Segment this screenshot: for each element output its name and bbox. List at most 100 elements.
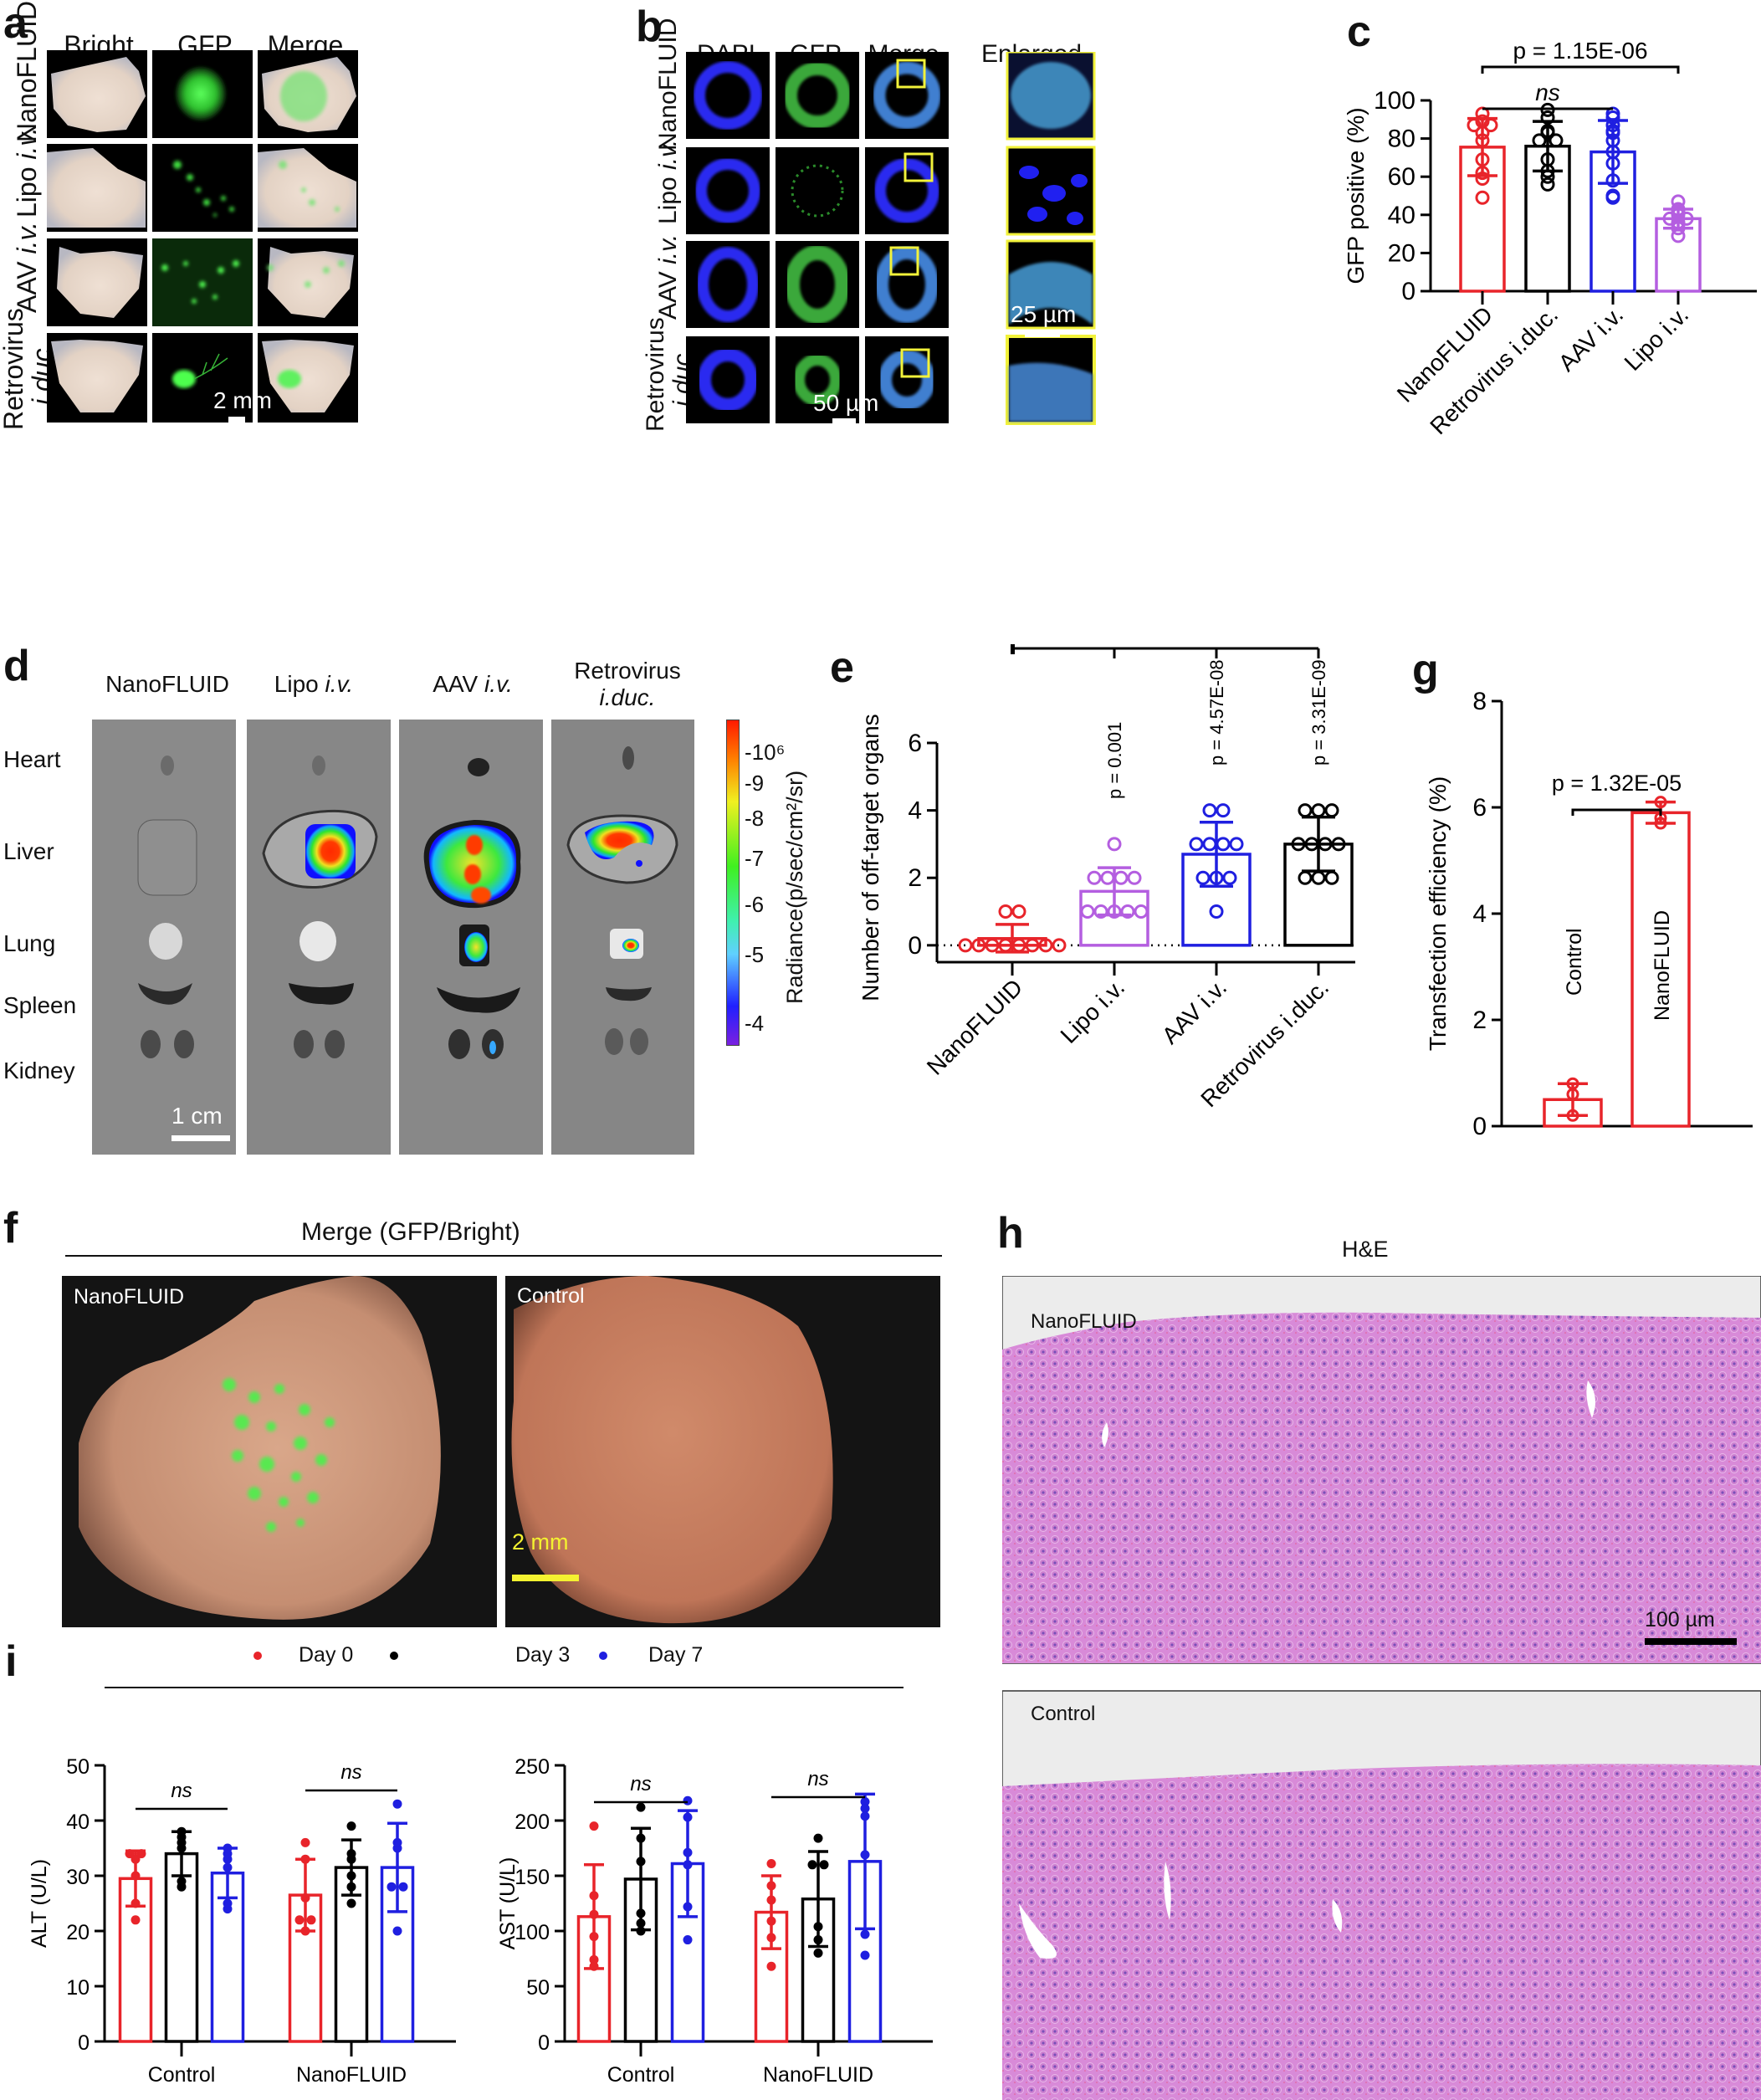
legend-day3-marker <box>390 1652 398 1660</box>
data-point <box>589 1821 599 1831</box>
panel-f-label-nanofluid: NanoFLUID <box>74 1285 184 1309</box>
data-point <box>1025 938 1040 953</box>
y-tick-label: 2 <box>1472 1006 1487 1034</box>
x-tick-label: NanoFLUID <box>763 2063 873 2087</box>
p-value-annotation: p = 1.32E-05 <box>1552 771 1682 796</box>
data-point <box>1605 125 1620 141</box>
y-tick-label: 0 <box>1401 278 1415 305</box>
y-tick-label: 100 <box>514 1921 550 1944</box>
p-value-annotation: p = 3.31E-09 <box>1308 659 1329 766</box>
legend-day3-label: Day 3 <box>515 1643 571 1667</box>
panel-a-scale-bar <box>228 417 245 423</box>
x-tick-label: Lipo i.v. <box>1620 301 1694 376</box>
ns-annotation: ns <box>171 1780 192 1802</box>
data-point <box>589 1932 599 1942</box>
x-tick-label: NanoFLUID <box>296 2063 407 2087</box>
data-point <box>683 1795 693 1805</box>
x-tick-label: Control <box>148 2063 216 2087</box>
y-tick-label: 0 <box>538 2031 550 2055</box>
data-point <box>1202 803 1217 818</box>
data-point <box>1120 904 1135 919</box>
panel-d-colorbar-tick-1e6: -10⁶ <box>745 740 786 765</box>
ns-annotation: ns <box>340 1761 361 1784</box>
y-tick-label: 0 <box>1472 1113 1487 1140</box>
data-point <box>589 1961 599 1971</box>
data-point <box>1100 870 1115 885</box>
data-point <box>766 1895 776 1905</box>
data-point <box>1107 837 1122 852</box>
legend-day0-marker <box>253 1652 262 1660</box>
y-axis-label: Number of off-target organs <box>862 714 883 1001</box>
data-point <box>1475 133 1490 148</box>
data-point <box>1216 803 1231 818</box>
data-point <box>294 1915 305 1925</box>
y-tick-label: 40 <box>66 1811 90 1834</box>
panel-d-col-lipo: Lipo i.v. <box>274 671 354 697</box>
data-point <box>346 1849 356 1859</box>
panel-d-organ-spleen: Spleen <box>3 992 77 1018</box>
data-point <box>300 1854 310 1864</box>
data-point <box>1475 190 1490 205</box>
data-point <box>223 1849 233 1859</box>
data-point <box>1654 817 1667 830</box>
data-point <box>1318 837 1333 852</box>
y-tick-label: 20 <box>1388 239 1415 267</box>
ns-annotation: ns <box>807 1768 828 1790</box>
y-tick-label: 20 <box>66 1921 90 1944</box>
panel-d-label: d <box>3 642 30 690</box>
data-point <box>1093 904 1108 919</box>
data-point <box>300 1893 310 1903</box>
panel-a-image-grid <box>47 50 358 423</box>
panel-b-scale-bar <box>832 418 856 424</box>
data-point <box>1011 904 1026 919</box>
data-point <box>1127 870 1142 885</box>
data-point <box>1107 904 1122 919</box>
data-point <box>1298 803 1313 818</box>
data-point <box>1291 837 1306 852</box>
data-point <box>131 1915 141 1925</box>
y-tick-label: 0 <box>908 932 922 960</box>
panel-h-he-images <box>1002 1276 1761 2100</box>
panel-d-scale-text: 1 cm <box>171 1103 223 1129</box>
data-point <box>1540 177 1555 192</box>
panel-d-colorbar-tick-4: -4 <box>745 1011 765 1036</box>
data-point <box>1311 803 1326 818</box>
data-point <box>1605 188 1620 203</box>
data-point <box>766 1881 776 1891</box>
data-point <box>860 1929 870 1939</box>
data-point <box>392 1799 402 1809</box>
panel-d-colorbar-tick-8: -8 <box>745 806 765 831</box>
data-point <box>971 938 986 953</box>
data-point <box>1475 171 1490 186</box>
ns-annotation: ns <box>1535 79 1560 105</box>
y-tick-label: 100 <box>1374 87 1415 115</box>
data-point <box>958 938 973 953</box>
data-point <box>1304 837 1319 852</box>
panel-f-scale-bar <box>512 1575 579 1581</box>
data-point <box>860 1850 870 1860</box>
y-tick-label: 80 <box>1388 125 1415 153</box>
x-tick-label: AAV i.v. <box>1554 301 1628 376</box>
data-point <box>766 1933 776 1943</box>
data-point <box>813 1833 823 1843</box>
panel-d-organ-lung: Lung <box>3 930 56 956</box>
data-point <box>1209 870 1224 885</box>
x-tick-label: Control <box>607 2063 675 2087</box>
panel-f-scale-text: 2 mm <box>512 1529 569 1555</box>
y-axis-label: ALT (U/L) <box>28 1859 51 1948</box>
y-tick-label: 6 <box>908 730 922 757</box>
y-tick-label: 0 <box>78 2031 90 2055</box>
panel-b-row-nanofluid: NanoFLUID <box>654 18 682 151</box>
data-point <box>1229 837 1244 852</box>
data-point <box>1671 221 1686 236</box>
panel-d-colorbar-label: Radiance(p/sec/cm²/sr) <box>782 770 807 1004</box>
legend-day0-label: Day 0 <box>299 1643 354 1667</box>
data-point <box>1087 870 1102 885</box>
data-point <box>1605 118 1620 133</box>
panel-b-row-lipo: Lipo i.v. <box>654 139 682 224</box>
data-point <box>807 1860 817 1870</box>
data-point <box>1475 166 1490 181</box>
data-point <box>766 1961 776 1971</box>
